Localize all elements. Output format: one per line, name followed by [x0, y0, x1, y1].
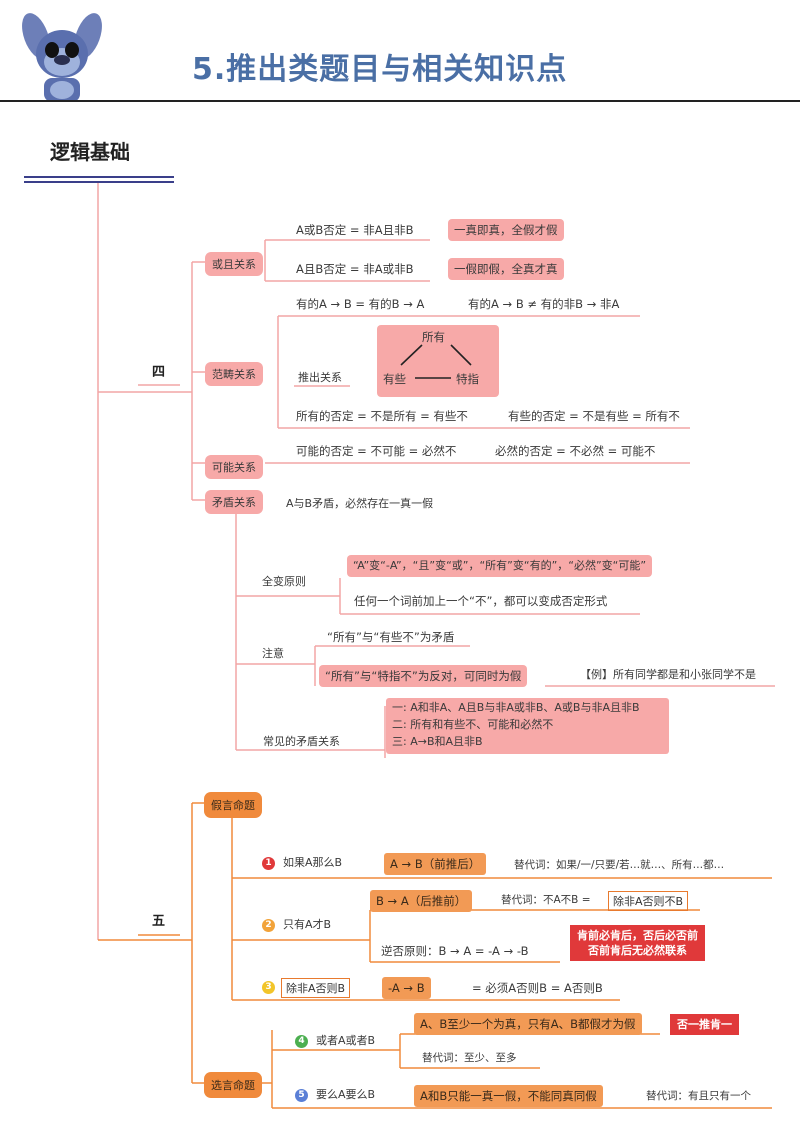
- diagram-specific: 特指: [456, 372, 479, 386]
- quanbian-note: 任何一个词前加上一个“不”，都可以变成否定形式: [354, 594, 608, 608]
- huoqie-line1: A或B否定 = 非A且非B: [296, 223, 414, 237]
- inference-diagram: 所有 有些 特指: [377, 325, 499, 397]
- zhuyi-line1: “所有”与“有些不”为矛盾: [327, 630, 455, 644]
- number-badge-4: 4: [295, 1035, 308, 1048]
- item3-label: 除非A否则B: [281, 978, 351, 998]
- huoqie-line2: A且B否定 = 非A或非B: [296, 262, 414, 276]
- changjian-line: 一: A和非A、A且B与非A或非B、A或B与非A且非B: [392, 701, 640, 714]
- item2-red-line: 否前肯后无必然联系: [588, 944, 687, 957]
- fanchou-top-right: 有的A → B ≠ 有的非B → 非A: [468, 297, 620, 311]
- node-maodun: 矛盾关系: [205, 490, 263, 514]
- item2-rule: 逆否原则：B → A = -A → -B: [381, 944, 529, 958]
- zhuyi-tag: “所有”与“特指不”为反对，可同时为假: [319, 665, 528, 687]
- item4-tag: A、B至少一个为真，只有A、B都假才为假: [414, 1013, 642, 1035]
- item1-synonyms: 替代词：如果/一/只要/若…就…、所有…都…: [514, 859, 725, 871]
- maodun-desc: A与B矛盾，必然存在一真一假: [286, 497, 434, 510]
- item2-red-line: 肯前必肯后，否后必否前: [577, 929, 698, 942]
- fanchou-top-left: 有的A → B = 有的B → A: [296, 297, 425, 311]
- zhuyi-label: 注意: [262, 647, 284, 660]
- quanbian-label: 全变原则: [262, 575, 306, 588]
- item2-label: 只有A才B: [283, 918, 332, 931]
- diagram-all: 所有: [422, 330, 445, 344]
- item5-label: 要么A要么B: [316, 1088, 376, 1101]
- node-jiayan: 假言命题: [204, 792, 262, 818]
- item4-red: 否一推肯一: [670, 1014, 739, 1035]
- item5-tag: A和B只能一真一假，不能同真同假: [414, 1085, 603, 1107]
- changjian-box: 一: A和非A、A且B与非A或非B、A或B与非A且非B 二: 所有和有些不、可能…: [386, 698, 669, 754]
- inference-arrows: [400, 344, 472, 379]
- section-title: 逻辑基础: [50, 140, 130, 164]
- item4-label: 或者A或者B: [316, 1034, 376, 1047]
- node-xuanyan: 选言命题: [204, 1072, 262, 1098]
- item3-tag: -A → B: [382, 977, 431, 999]
- mascot-avatar: [22, 6, 102, 106]
- branch-five-label: 五: [152, 914, 166, 929]
- fanchou-tuichu: 推出关系: [298, 371, 342, 384]
- number-badge-5: 5: [295, 1089, 308, 1102]
- changjian-label: 常见的矛盾关系: [263, 735, 340, 748]
- item1-label: 如果A那么B: [283, 856, 343, 869]
- quanbian-tag: “A”变“-A”，“且”变“或”，“所有”变“有的”，“必然”变“可能”: [347, 555, 653, 577]
- keneng-right: 必然的否定 = 不必然 = 可能不: [495, 444, 656, 458]
- changjian-line: 三: A→B和A且非B: [392, 735, 483, 748]
- number-badge-1: 1: [262, 857, 275, 870]
- header-divider: [0, 100, 800, 102]
- item4-synonyms: 替代词：至少、至多: [422, 1052, 517, 1064]
- diagram-some: 有些: [383, 372, 406, 386]
- item3-equals: = 必须A否则B = A否则B: [472, 981, 603, 995]
- node-fanchou: 范畴关系: [205, 362, 263, 386]
- section-underline-2: [24, 181, 174, 183]
- item5-synonyms: 替代词：有且只有一个: [646, 1090, 751, 1102]
- huoqie-tag1: 一真即真，全假才假: [448, 219, 564, 241]
- branch-four-label: 四: [152, 365, 166, 380]
- huoqie-tag2: 一假即假，全真才真: [448, 258, 564, 280]
- node-keneng: 可能关系: [205, 455, 263, 479]
- section-underline: [24, 176, 174, 178]
- fanchou-bottom-right: 有些的否定 = 不是有些 = 所有不: [508, 409, 680, 423]
- item2-synonyms-box: 除非A否则不B: [608, 891, 689, 911]
- node-huoqie: 或且关系: [205, 252, 263, 276]
- changjian-line: 二: 所有和有些不、可能和必然不: [392, 718, 554, 731]
- item2-synonyms-prefix: 替代词：不A不B =: [501, 894, 591, 906]
- page-title: 5.推出类题目与相关知识点: [192, 52, 568, 87]
- number-badge-2: 2: [262, 919, 275, 932]
- fanchou-bottom-left: 所有的否定 = 不是所有 = 有些不: [296, 409, 468, 423]
- item1-tag: A → B（前推后）: [384, 853, 487, 875]
- item2-red: 肯前必肯后，否后必否前 否前肯后无必然联系: [570, 925, 705, 961]
- item2-tag: B → A（后推前）: [370, 890, 473, 912]
- number-badge-3: 3: [262, 981, 275, 994]
- keneng-left: 可能的否定 = 不可能 = 必然不: [296, 444, 457, 458]
- zhuyi-example: 【例】所有同学都是和小张同学不是: [580, 668, 756, 681]
